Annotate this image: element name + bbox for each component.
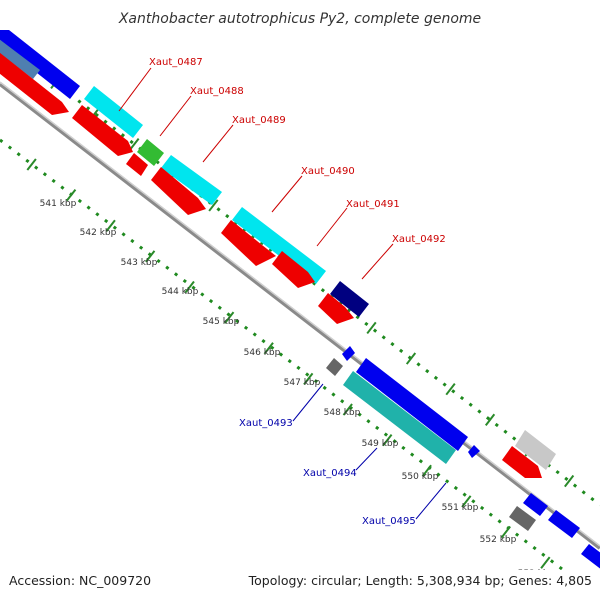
leader-xaut-0492 xyxy=(361,243,394,280)
outer-track-tick xyxy=(405,352,417,365)
tick-label-553: 553 kbp xyxy=(518,569,555,579)
gene-reverse-blue-small[interactable] xyxy=(342,346,355,361)
tick-label-544: 544 kbp xyxy=(162,287,199,297)
gene-xaut-0490[interactable] xyxy=(232,207,326,284)
leader-xaut-0489 xyxy=(202,124,234,163)
gene-xaut-0487[interactable] xyxy=(84,86,143,138)
accession-text: Accession: NC_009720 xyxy=(9,573,152,588)
inner-track-tick xyxy=(66,188,77,202)
genome-stats-text: Topology: circular; Length: 5,308,934 bp… xyxy=(248,573,592,588)
gene-forward-red-4[interactable] xyxy=(151,167,206,215)
inner-track-tick xyxy=(105,219,116,232)
map-title: Xanthobacter autotrophicus Py2, complete… xyxy=(118,11,481,27)
genome-backbone-highlight xyxy=(0,81,600,547)
gene-forward-red-3[interactable] xyxy=(126,153,148,176)
gene-xaut-0488[interactable] xyxy=(137,139,164,166)
gene-reverse-blue-2[interactable] xyxy=(523,493,548,516)
tick-label-550: 550 kbp xyxy=(402,472,439,482)
leader-xaut-0490 xyxy=(271,175,303,213)
inner-track-tick xyxy=(303,372,314,386)
label-xaut-0491[interactable]: Xaut_0491 xyxy=(346,199,400,210)
label-xaut-0493[interactable]: Xaut_0493 xyxy=(239,418,293,429)
label-xaut-0487[interactable]: Xaut_0487 xyxy=(149,57,203,68)
tick-label-543: 543 kbp xyxy=(121,258,158,268)
outer-track-tick xyxy=(208,199,219,212)
tick-label-545: 545 kbp xyxy=(203,317,240,327)
inner-track-tick xyxy=(342,403,353,416)
label-xaut-0488[interactable]: Xaut_0488 xyxy=(190,86,244,97)
gene-forward-red-5[interactable] xyxy=(221,220,276,266)
outer-track-tick xyxy=(484,413,496,426)
gene-reverse-blue-tiny[interactable] xyxy=(468,445,480,458)
gene-xaut-0494[interactable] xyxy=(356,358,468,451)
tick-label-541: 541 kbp xyxy=(40,199,77,209)
label-xaut-0490[interactable]: Xaut_0490 xyxy=(301,166,355,177)
gene-forward-blue[interactable] xyxy=(0,15,80,99)
gene-forward-red-7[interactable] xyxy=(502,446,542,478)
label-xaut-0495[interactable]: Xaut_0495 xyxy=(362,516,416,527)
gene-xaut-0492[interactable] xyxy=(318,293,354,324)
gene-forward-red-1[interactable] xyxy=(0,45,69,115)
inner-track-tick xyxy=(382,434,393,447)
inner-track-tick xyxy=(145,250,156,263)
tick-label-551: 551 kbp xyxy=(442,503,479,513)
gene-xaut-0495[interactable] xyxy=(343,371,456,464)
label-xaut-0492[interactable]: Xaut_0492 xyxy=(392,234,446,245)
gene-xaut-0489[interactable] xyxy=(161,155,222,205)
tick-label-542: 542 kbp xyxy=(80,228,117,238)
inner-track-tick xyxy=(461,495,472,508)
inner-track-tick xyxy=(581,588,590,599)
outer-track-tick xyxy=(366,321,377,335)
gene-reverse-gray-small[interactable] xyxy=(326,358,343,376)
tick-label-547: 547 kbp xyxy=(284,378,321,388)
gene-reverse-blue-3[interactable] xyxy=(548,510,580,538)
inner-track-tick xyxy=(184,280,195,294)
gene-reverse-gray-2[interactable] xyxy=(509,506,536,531)
genome-backbone xyxy=(0,82,600,550)
gene-xaut-0491[interactable] xyxy=(330,281,369,317)
gene-forward-lightgray[interactable] xyxy=(515,430,556,470)
leader-xaut-0495 xyxy=(415,482,447,520)
inner-track-tick xyxy=(421,464,432,477)
label-xaut-0494[interactable]: Xaut_0494 xyxy=(303,468,357,479)
outer-track-tick xyxy=(129,137,140,151)
leader-xaut-0488 xyxy=(159,95,192,137)
inner-dotted-track xyxy=(0,138,566,570)
inner-track-tick xyxy=(263,342,274,355)
map-plot-area: 541 kbp 542 kbp 543 kbp 544 kbp 545 kbp … xyxy=(0,15,600,599)
inner-track-tick xyxy=(26,158,37,171)
gene-forward-steelblue[interactable] xyxy=(0,30,40,79)
inner-track-tick xyxy=(540,556,551,569)
tick-label-552: 552 kbp xyxy=(480,535,517,545)
gene-forward-red-6[interactable] xyxy=(272,251,315,288)
gene-reverse-blue-4[interactable] xyxy=(581,544,600,570)
tick-label-549: 549 kbp xyxy=(362,439,399,449)
leader-xaut-0487 xyxy=(118,67,152,112)
gene-forward-red-2[interactable] xyxy=(72,105,133,156)
label-xaut-0489[interactable]: Xaut_0489 xyxy=(232,115,286,126)
inner-track-tick xyxy=(500,525,511,539)
leader-xaut-0493 xyxy=(292,383,324,422)
inner-track-tick xyxy=(224,311,235,324)
tick-label-546: 546 kbp xyxy=(244,348,281,358)
leader-xaut-0491 xyxy=(316,207,348,247)
outer-track-tick xyxy=(445,383,456,396)
outer-track-tick xyxy=(564,474,575,488)
leader-xaut-0494 xyxy=(355,447,378,471)
tick-label-548: 548 kbp xyxy=(324,408,361,418)
